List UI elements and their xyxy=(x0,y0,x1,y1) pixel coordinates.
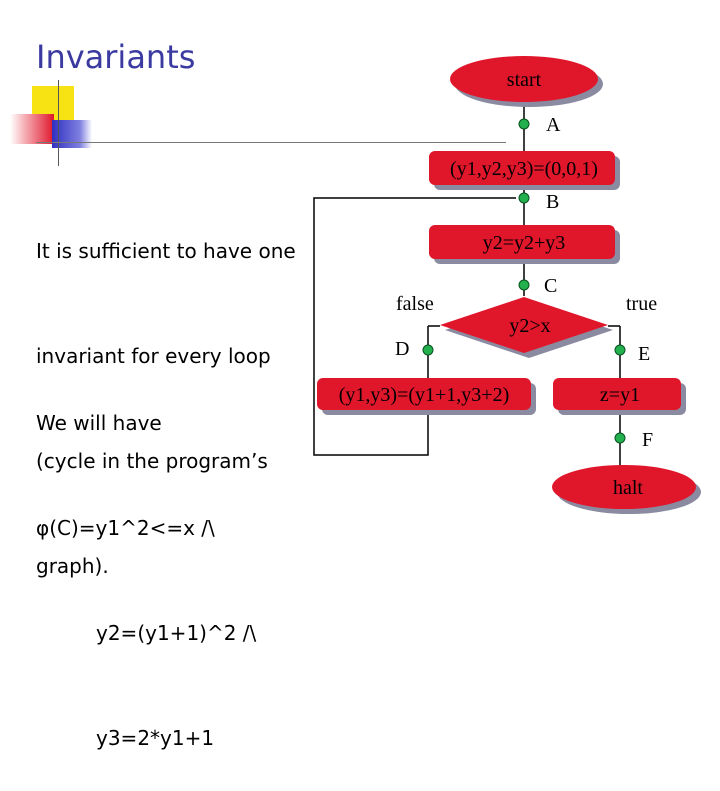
true-label: true xyxy=(626,293,657,315)
point-a-dot xyxy=(518,118,530,130)
point-e-dot xyxy=(614,344,626,356)
edge-loop-back xyxy=(313,197,516,456)
slide-title: Invariants xyxy=(36,38,196,76)
body-line: (cycle in the program’s xyxy=(36,449,268,473)
decor-vertical-line xyxy=(58,80,59,166)
decor-red-square xyxy=(10,114,54,144)
init-node xyxy=(429,151,615,185)
start-node xyxy=(450,56,598,102)
point-a-label: A xyxy=(546,114,561,136)
loop-update-label: (y1,y3)=(y1+1,y3+2) xyxy=(339,384,509,406)
flowchart: start (y1,y2,y3)=(0,0,1) y2=y2+y3 y2>x (… xyxy=(313,56,701,514)
point-b-label: B xyxy=(546,191,559,213)
body-line: y2=(y1+1)^2 /\ xyxy=(96,621,257,645)
update-y2-node xyxy=(429,225,615,259)
init-label: (y1,y2,y3)=(0,0,1) xyxy=(450,158,598,180)
start-label: start xyxy=(507,69,542,91)
body-line: φ(C)=y1^2<=x /\ xyxy=(36,516,215,540)
body-line: We will have xyxy=(36,411,162,435)
condition-label: y2>x xyxy=(509,315,550,337)
point-c-dot xyxy=(518,279,530,291)
point-b-dot xyxy=(518,192,530,204)
condition-node xyxy=(440,297,608,353)
assign-z-label: z=y1 xyxy=(600,384,640,406)
body-line: invariant for every loop xyxy=(36,344,271,368)
halt-label: halt xyxy=(613,477,643,499)
false-label: false xyxy=(396,293,434,315)
point-d-label: D xyxy=(395,338,409,360)
decor-horizontal-line xyxy=(36,142,506,143)
point-f-label: F xyxy=(642,429,653,451)
body-line: y3=2*y1+1 xyxy=(96,726,215,750)
body-line: It is sufficient to have one xyxy=(36,239,296,263)
update-y2-label: y2=y2+y3 xyxy=(483,232,566,254)
point-e-label: E xyxy=(638,343,650,365)
halt-node xyxy=(552,465,696,509)
point-d-dot xyxy=(422,344,434,356)
loop-update-node xyxy=(317,378,531,410)
assign-z-node xyxy=(553,378,681,410)
point-f-dot xyxy=(614,432,626,444)
point-c-label: C xyxy=(544,275,557,297)
